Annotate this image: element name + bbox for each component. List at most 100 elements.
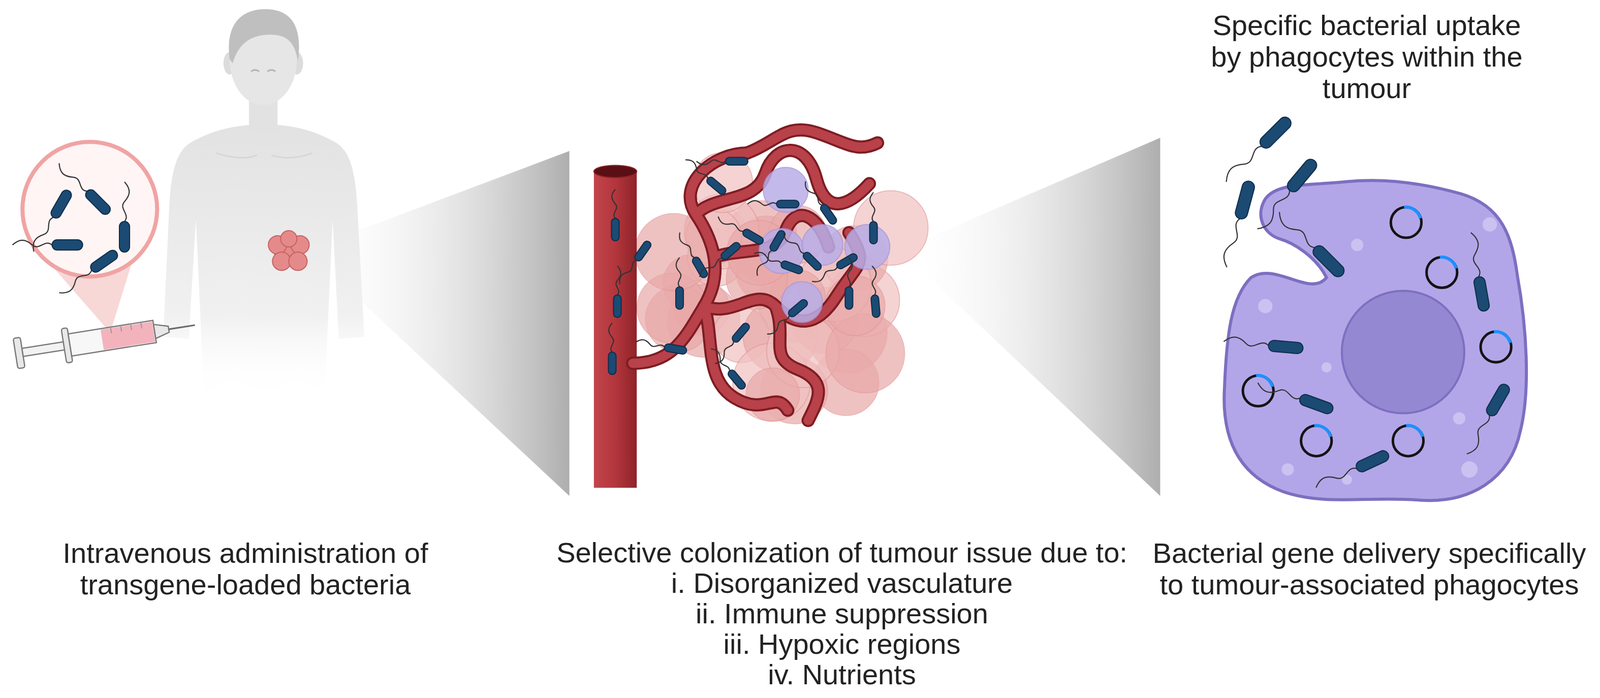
bacterium-flagellum bbox=[1313, 463, 1358, 490]
bacterium-body bbox=[613, 295, 621, 318]
bacterium-flagellum bbox=[676, 257, 681, 287]
bacterium bbox=[1465, 231, 1491, 312]
bacterium bbox=[1220, 179, 1257, 269]
bacterium-flagellum bbox=[1220, 217, 1242, 269]
bacterium bbox=[1274, 207, 1347, 280]
bacterium bbox=[802, 179, 838, 227]
plasmid-transgene bbox=[1493, 331, 1511, 343]
bacterium-flagellum bbox=[12, 240, 52, 247]
bacterium-flagellum bbox=[1275, 210, 1317, 252]
list-item: iii. Hypoxic regions bbox=[511, 629, 1173, 660]
bacterium bbox=[616, 239, 653, 287]
bacterium-flagellum bbox=[676, 231, 696, 260]
bacterium bbox=[696, 157, 748, 166]
bacterium-body bbox=[776, 200, 799, 208]
bacterium-flagellum bbox=[709, 346, 733, 372]
bacterium-flagellum bbox=[870, 265, 878, 296]
tumour-cell bbox=[280, 230, 297, 247]
list-item: ii. Immune suppression bbox=[511, 598, 1173, 630]
bacterium-flagellum bbox=[57, 268, 94, 297]
vesicle bbox=[1258, 299, 1273, 314]
plasmid bbox=[1390, 207, 1422, 238]
vesicle bbox=[1351, 238, 1364, 252]
plasmid-transgene bbox=[1439, 257, 1457, 269]
vessel-trunk bbox=[593, 171, 637, 488]
bacterium bbox=[707, 346, 747, 391]
syringe-tip bbox=[153, 322, 170, 339]
bacterium-flagellum bbox=[1223, 336, 1269, 348]
bacterium-flagellum bbox=[747, 200, 777, 206]
bacterium bbox=[868, 265, 881, 318]
bacterium bbox=[676, 230, 710, 279]
phagocyte-membrane bbox=[1224, 180, 1527, 501]
syringe bbox=[12, 307, 198, 371]
syringe-needle bbox=[168, 325, 196, 330]
bacterium-flagellum bbox=[766, 314, 792, 337]
tumour-cell bbox=[272, 252, 291, 271]
bacterium-flagellum bbox=[611, 189, 617, 219]
bacterium-flagellum bbox=[753, 250, 783, 265]
vesicle bbox=[1453, 412, 1466, 425]
bacterium bbox=[682, 157, 728, 197]
bacterium bbox=[1252, 157, 1320, 234]
callout-text: Specific bacterial uptake by phagocytes … bbox=[1203, 9, 1531, 105]
blood-vessel bbox=[593, 130, 878, 489]
tortuous-vessel-outline bbox=[746, 130, 878, 154]
syringe-scale bbox=[110, 322, 142, 334]
bacterium-body bbox=[611, 218, 619, 241]
bacterium-body bbox=[705, 175, 728, 197]
person-hair bbox=[228, 9, 299, 64]
bacterium-body bbox=[835, 252, 859, 271]
bacterium bbox=[1221, 114, 1294, 187]
list-item: iv. Nutrients bbox=[511, 659, 1173, 690]
bacterium bbox=[844, 257, 853, 309]
bacterium-flagellum bbox=[1256, 381, 1301, 404]
bacterium bbox=[613, 265, 621, 318]
bacterium-body bbox=[675, 286, 684, 309]
bacterium bbox=[55, 159, 113, 217]
bacterium bbox=[611, 189, 619, 241]
bacterium-body bbox=[88, 248, 120, 275]
bacterium-body bbox=[1472, 275, 1491, 312]
tortuous-vessel bbox=[775, 306, 819, 421]
tortuous-vessel bbox=[696, 150, 870, 215]
bacterium-flagellum bbox=[869, 192, 875, 222]
bacterium-body bbox=[725, 157, 748, 166]
bacterium-body bbox=[1267, 339, 1304, 355]
bacterium-flagellum bbox=[1464, 414, 1494, 457]
bacterium-flagellum bbox=[802, 180, 824, 207]
bacterium-body bbox=[119, 221, 130, 253]
bacterium-flagellum bbox=[1221, 142, 1264, 184]
bacterium bbox=[1222, 335, 1304, 355]
phagocyte-small bbox=[781, 281, 823, 323]
bacterium bbox=[747, 200, 799, 208]
bacterium-flagellum bbox=[713, 340, 737, 366]
bacterium bbox=[764, 298, 809, 338]
bacterium-flagellum bbox=[1255, 189, 1295, 233]
plasmid-transgene bbox=[1314, 425, 1331, 437]
nucleus bbox=[1341, 291, 1465, 414]
bacterium-flagellum bbox=[608, 323, 614, 353]
bacterium bbox=[754, 229, 787, 278]
vesicle bbox=[1281, 463, 1294, 476]
syringe-rod bbox=[21, 341, 66, 357]
bacterium bbox=[697, 240, 742, 280]
bacterium-body bbox=[870, 294, 881, 318]
plasmid bbox=[1242, 375, 1274, 406]
bacterium-body bbox=[51, 239, 83, 250]
caption-text: Bacterial gene delivery specifically to … bbox=[1143, 537, 1596, 601]
person-clavicle bbox=[216, 152, 313, 158]
bacterium bbox=[1256, 377, 1335, 416]
bacterium-body bbox=[1484, 382, 1512, 418]
syringe-liquid bbox=[100, 321, 155, 351]
vesicle bbox=[1482, 217, 1497, 232]
person-figure bbox=[163, 9, 365, 398]
bacterium-flagellum bbox=[684, 157, 710, 180]
bacterium-body bbox=[779, 260, 804, 275]
bacterium-body bbox=[1310, 243, 1347, 280]
bacterium-body bbox=[49, 188, 74, 221]
bacterium-body bbox=[1298, 392, 1335, 416]
bacterium bbox=[675, 257, 684, 309]
bacterium-body bbox=[719, 240, 742, 262]
